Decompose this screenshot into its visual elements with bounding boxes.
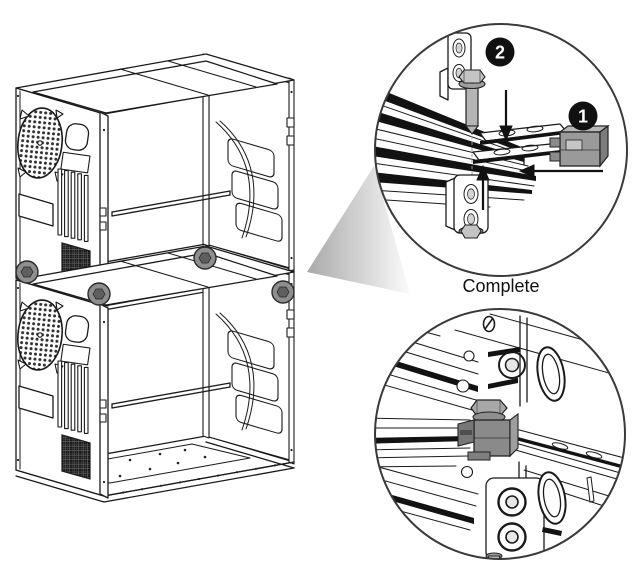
complete-label: Complete bbox=[462, 276, 539, 296]
detail-circle-outline bbox=[374, 308, 626, 560]
detail-view-complete bbox=[374, 308, 626, 560]
clamp-part bbox=[549, 124, 610, 168]
installed-clamp bbox=[457, 399, 519, 461]
junction-marker bbox=[193, 246, 217, 270]
up-arrow-icon bbox=[476, 164, 490, 210]
stacked-chassis-illustration bbox=[13, 53, 295, 503]
step-2-badge: 2 bbox=[485, 37, 515, 67]
zoom-cone-icon bbox=[307, 166, 410, 294]
detail-view-install: 2 1 bbox=[374, 23, 628, 277]
down-arrow-icon bbox=[499, 90, 513, 142]
grommet-holes bbox=[498, 346, 566, 402]
bracket-plate-bottom bbox=[445, 174, 489, 234]
step-1-badge: 1 bbox=[568, 101, 598, 131]
junction-marker bbox=[87, 282, 111, 306]
thumbscrew-bottom bbox=[458, 224, 484, 239]
thumbscrew-top bbox=[458, 69, 486, 135]
left-arrow-icon bbox=[518, 164, 603, 178]
junction-marker bbox=[15, 260, 39, 284]
step-1-label: 1 bbox=[578, 107, 588, 127]
junction-marker bbox=[271, 280, 295, 304]
screw-slot-icon bbox=[482, 315, 496, 333]
lower-bracket-plate bbox=[485, 477, 545, 559]
detail-circle-outline bbox=[374, 23, 628, 277]
step-2-label: 2 bbox=[495, 43, 505, 63]
